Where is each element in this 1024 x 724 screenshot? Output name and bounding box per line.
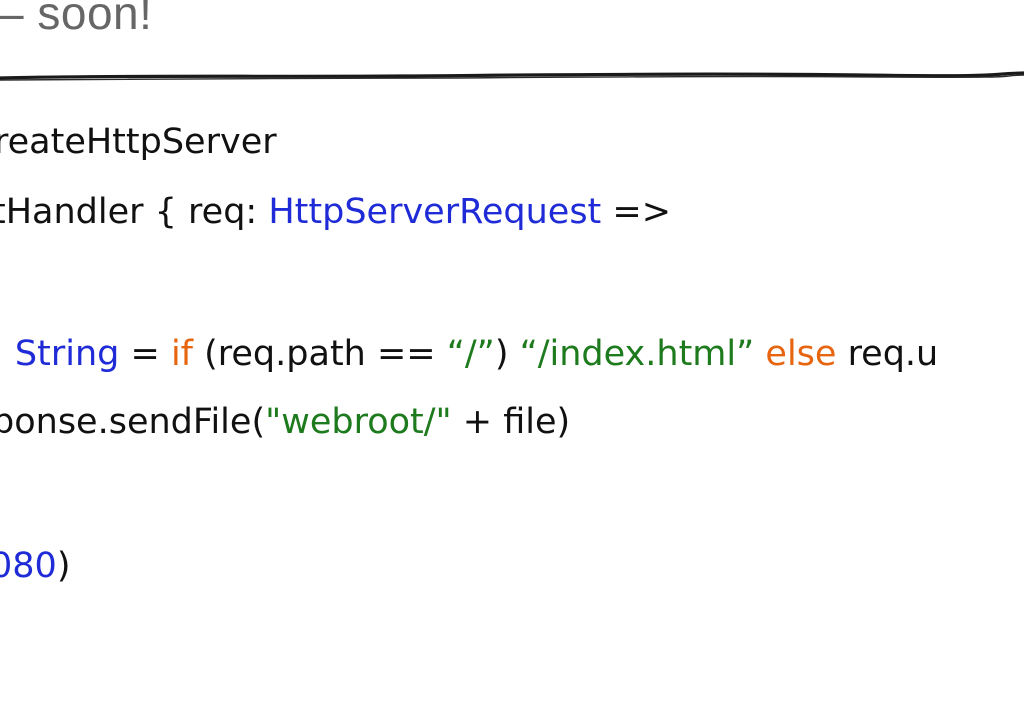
code-line-2: tHandler { req: HttpServerRequest => xyxy=(0,192,671,232)
code-text: ) xyxy=(494,334,520,374)
code-line-4: ponse.sendFile("webroot/" + file) xyxy=(0,402,570,442)
code-text: (req.path == xyxy=(193,334,447,374)
title-divider xyxy=(0,71,1024,81)
string-token: “/” xyxy=(446,334,495,374)
number-token: 080 xyxy=(0,546,57,586)
keyword-token: if xyxy=(170,334,193,374)
code-text: = xyxy=(119,334,171,374)
code-text: : xyxy=(0,334,15,374)
string-token: “/index.html” xyxy=(519,334,755,374)
code-text: => xyxy=(601,192,672,232)
type-token: HttpServerRequest xyxy=(268,192,602,232)
code-text: + file) xyxy=(451,402,571,442)
keyword-token: else xyxy=(765,334,837,374)
slide-title: – soon! xyxy=(0,0,153,39)
code-text: tHandler { req: xyxy=(0,192,269,232)
code-line-3: : String = if (req.path == “/”) “/index.… xyxy=(0,334,938,374)
type-token: String xyxy=(14,334,120,374)
code-text: req.u xyxy=(836,334,939,374)
code-line-5: 080) xyxy=(0,546,70,586)
code-text: reateHttpServer xyxy=(0,122,277,162)
code-line-1: reateHttpServer xyxy=(0,122,277,162)
string-token: "webroot/" xyxy=(265,402,452,442)
code-text: ponse.sendFile( xyxy=(0,402,266,442)
code-text xyxy=(754,334,765,374)
code-text: ) xyxy=(56,546,71,586)
